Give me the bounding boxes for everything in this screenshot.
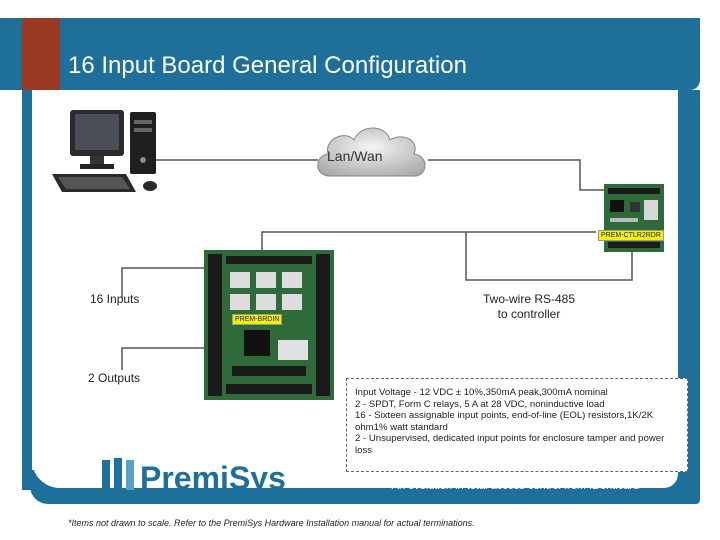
spec-line: Input Voltage - 12 VDC ± 10%,350mA peak,… [355,387,608,398]
network-label: Lan/Wan [327,148,383,164]
input-board-icon [204,250,334,400]
spec-line: 2 - SPDT, Form C relays, 5 A at 28 VDC, … [355,398,605,410]
rs485-label-line1: Two-wire RS-485 [482,292,576,306]
title-bar [0,18,700,90]
cloud-icon [317,127,426,177]
frame-left [22,90,32,490]
footnote: *Items not drawn to scale. Refer to the … [68,518,475,528]
controller-board-icon [604,184,664,252]
inputs-label: 16 Inputs [90,292,140,306]
controller-tag: PREM-CTLR2RDR [598,230,664,241]
tagline: An evolution in total access control fro… [392,480,640,492]
specs-box: Input Voltage - 12 VDC ± 10%,350mA peak,… [346,378,688,472]
spec-line: 16 - Sixteen assignable input points, en… [355,410,654,433]
computer-icon [52,110,157,192]
outputs-label: 2 Outputs [88,371,141,385]
board-tag: PREM-BRDIN [232,314,283,325]
page-title: 16 Input Board General Configuration [68,52,467,79]
rs485-label-line2: to controller [497,307,561,321]
spec-line: 2 - Unsupervised, dedicated input points… [355,433,665,456]
logo-text: PremiSys [140,460,286,496]
title-accent [22,18,60,90]
premisys-logo-icon [102,458,134,492]
